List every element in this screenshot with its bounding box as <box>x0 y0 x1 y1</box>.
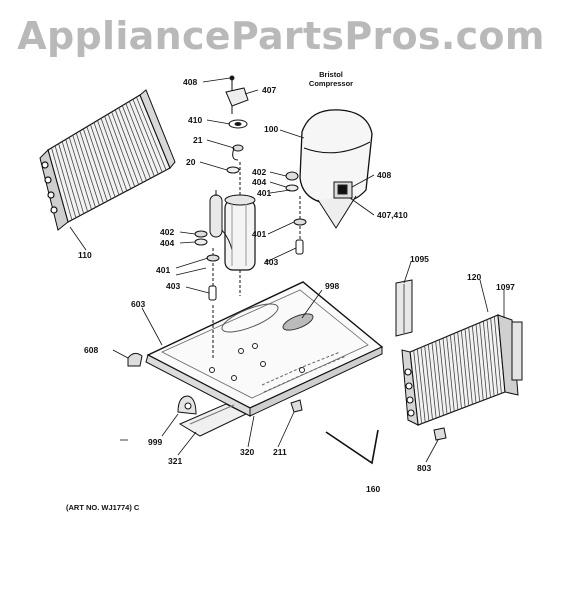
bracket-1095 <box>395 279 413 337</box>
callout-110: 110 <box>78 250 92 260</box>
coil-fin <box>93 122 120 196</box>
coil-fin <box>111 111 139 185</box>
callout-998: 998 <box>325 281 340 291</box>
callout-321: 321 <box>168 456 183 466</box>
callout-160: 160 <box>366 484 381 494</box>
coil-fin <box>486 319 495 397</box>
coil-fin <box>107 113 136 187</box>
callout-402-lower: 402 <box>160 227 175 237</box>
coil-fin <box>100 118 128 191</box>
coil-fin <box>416 348 426 423</box>
bracket-999-321 <box>177 395 248 437</box>
coil-fin <box>457 331 466 408</box>
coil-fin <box>54 145 77 218</box>
callout-410: 410 <box>188 115 203 125</box>
coil-fin <box>86 126 112 200</box>
callout-608: 608 <box>84 345 99 355</box>
callout-1095: 1095 <box>410 254 429 264</box>
coil-fin <box>413 350 423 424</box>
callout-211: 211 <box>273 447 287 457</box>
coil-fin <box>420 347 430 421</box>
coil-fin <box>136 96 167 171</box>
callout-401-lower: 401 <box>156 265 171 275</box>
callout-1097: 1097 <box>496 282 515 292</box>
bristol-compressor <box>285 109 373 255</box>
coil-fin <box>438 339 448 415</box>
evaporator-coil-right <box>401 314 523 426</box>
coil-fin <box>464 328 473 405</box>
coil-fin <box>453 333 462 409</box>
base-pan <box>145 281 384 417</box>
coil-fin <box>58 143 81 216</box>
compressor-caption-line2: Compressor <box>308 79 354 89</box>
coil-fin <box>442 338 452 413</box>
callout-803: 803 <box>417 463 432 473</box>
art-number: (ART NO. WJ1774) C <box>66 503 140 512</box>
callout-603: 603 <box>131 299 146 309</box>
callout-408: 408 <box>183 77 198 87</box>
rod-160 <box>325 429 379 465</box>
coil-fin <box>493 316 502 394</box>
watermark: AppliancePartsPros.com <box>17 14 545 58</box>
coil-fin <box>460 330 470 406</box>
coil-fin <box>75 132 100 206</box>
coil-fin <box>118 107 147 181</box>
coil-fin <box>435 341 444 416</box>
coil-fin <box>479 322 488 399</box>
callout-407: 407 <box>262 85 277 95</box>
coil-fin <box>471 325 481 402</box>
callout-21: 21 <box>193 135 203 145</box>
callout-403-right: 403 <box>264 257 279 267</box>
coil-fin <box>79 130 104 204</box>
callout-120: 120 <box>467 272 482 282</box>
coil-fin <box>90 124 116 198</box>
clip-211 <box>290 399 303 413</box>
callout-408-right: 408 <box>377 170 392 180</box>
coil-fin <box>51 147 73 221</box>
coil-fin <box>61 141 85 214</box>
clip-803 <box>433 427 447 441</box>
coil-fin <box>129 101 159 175</box>
coil-fin <box>475 324 484 401</box>
coil-fin <box>83 128 108 202</box>
coil-fin <box>431 342 441 417</box>
coil-fin <box>125 103 155 177</box>
callout-404-upper: 404 <box>252 177 267 187</box>
coil-fin <box>427 344 437 419</box>
callout-402-upper: 402 <box>252 167 267 177</box>
callout-320: 320 <box>240 447 255 457</box>
coil-fin <box>121 105 151 179</box>
coil-fin <box>132 99 163 173</box>
coil-fin <box>65 139 88 212</box>
coil-fin <box>468 327 477 404</box>
coil-fin <box>482 321 491 398</box>
callout-403-left: 403 <box>166 281 181 291</box>
terminal-fitting-top <box>225 75 249 174</box>
coil-fin <box>446 336 455 412</box>
callout-407-410: 407,410 <box>377 210 408 220</box>
coil-fin <box>97 120 124 194</box>
leader-lines <box>69 77 505 463</box>
grommet-608 <box>127 352 143 367</box>
coil-fin <box>490 318 499 395</box>
grommets-left <box>194 230 220 301</box>
center-compressor <box>209 162 256 360</box>
compressor-caption: Bristol Compressor <box>304 70 358 89</box>
coil-fin <box>114 109 143 183</box>
coil-fin <box>424 345 433 420</box>
callout-401-right: 401 <box>252 229 267 239</box>
coil-fin <box>449 335 459 410</box>
callout-999: 999 <box>148 437 163 447</box>
callout-20: 20 <box>186 157 196 167</box>
coil-fin <box>104 116 132 189</box>
callout-404-lower: 404 <box>160 238 175 248</box>
coil-fin <box>72 135 96 208</box>
callout-401-upper: 401 <box>257 188 272 198</box>
coil-fin <box>68 137 92 210</box>
callout-100: 100 <box>264 124 279 134</box>
compressor-caption-line1: Bristol <box>319 70 343 79</box>
condenser-coil-left <box>39 89 176 231</box>
